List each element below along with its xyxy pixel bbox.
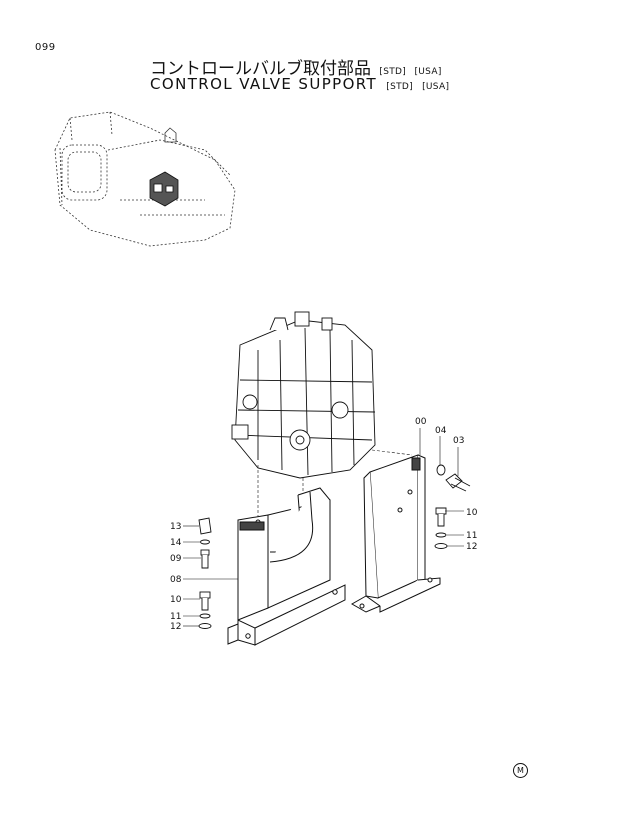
leader-lines	[183, 428, 464, 630]
part-callouts: 00 04 03 10 11 12 13 14 09 08 10 11 12	[170, 417, 478, 632]
bolt-10-shank	[437, 514, 445, 527]
callout-13: 13	[170, 522, 181, 532]
spec-tag-std: [STD]	[386, 82, 413, 92]
spec-tag-usa: [USA]	[414, 67, 442, 77]
spec-tag-usa: [USA]	[422, 82, 450, 92]
support-bracket-left	[227, 487, 346, 646]
bolt-09-head	[200, 549, 210, 556]
title-japanese-text: コントロールバルブ取付部品	[150, 59, 371, 79]
title-english-text: CONTROL VALVE SUPPORT	[150, 75, 378, 93]
bolt-10-shank	[201, 598, 209, 611]
washer-12	[434, 543, 448, 549]
hardware-right	[434, 464, 471, 549]
support-bracket-right	[350, 454, 441, 613]
title-japanese: コントロールバルブ取付部品 [STD] [USA]	[150, 54, 442, 79]
callout-10-right: 10	[466, 508, 478, 518]
page-number: 099	[35, 42, 56, 53]
title-english: CONTROL VALVE SUPPORT [STD] [USA]	[150, 75, 449, 93]
washer-04	[436, 464, 446, 476]
spec-tag-std: [STD]	[379, 67, 407, 77]
spacer-13	[198, 517, 212, 535]
bolt-10-head	[199, 591, 211, 599]
callout-11-right: 11	[466, 531, 477, 541]
lock-washer-11	[435, 532, 447, 538]
callout-12-left: 12	[170, 622, 181, 632]
callout-03: 03	[453, 436, 464, 446]
callout-11-left: 11	[170, 612, 181, 622]
callout-04: 04	[435, 426, 447, 436]
valve-location-highlight	[149, 171, 179, 207]
callout-08: 08	[170, 575, 182, 585]
callout-12-right: 12	[466, 542, 477, 552]
lock-washer-11	[199, 613, 211, 619]
callout-09: 09	[170, 554, 182, 564]
callout-00: 00	[415, 417, 427, 427]
m-mark-symbol: M	[513, 763, 528, 778]
bolt-09-shank	[201, 555, 209, 569]
callout-14: 14	[170, 538, 182, 548]
washer-14	[200, 539, 210, 545]
hardware-left	[198, 517, 212, 629]
washer-12	[198, 623, 212, 629]
assembly-line	[371, 449, 413, 456]
bolt-03-shank	[450, 477, 471, 492]
callout-10-left: 10	[170, 595, 182, 605]
excavator-overview	[54, 111, 236, 247]
bolt-10-head	[435, 507, 447, 515]
bolt-03-head	[445, 473, 463, 489]
control-valve	[231, 311, 376, 479]
